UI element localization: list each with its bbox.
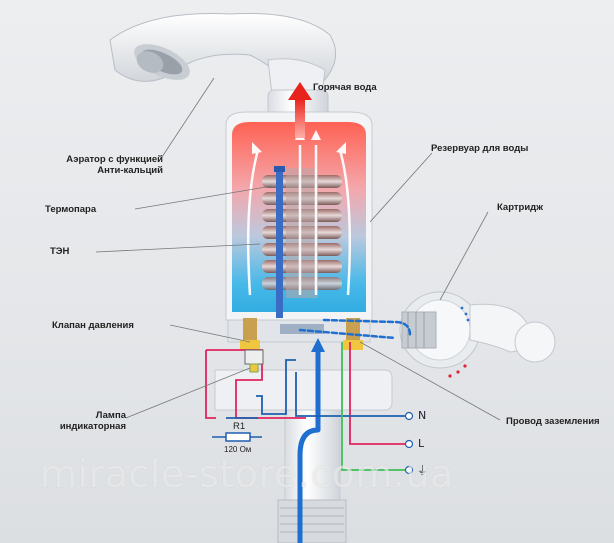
label-heating-element: ТЭН xyxy=(50,246,70,257)
label-indicator-lamp-line1: Лампа xyxy=(95,410,126,421)
label-resistor-value: 120 Ом xyxy=(224,445,252,454)
heating-element-coil xyxy=(262,168,342,298)
thermocouple xyxy=(274,166,285,318)
label-indicator-lamp-line2: индикаторная xyxy=(59,421,126,432)
watermark: miracle-store.com.ua xyxy=(40,452,454,496)
terminal-neutral: N xyxy=(418,409,427,422)
aerator xyxy=(136,51,164,73)
hot-water-arrow xyxy=(288,82,312,138)
terminals xyxy=(404,411,414,475)
label-aerator: Аэратор с функцией Анти-кальций xyxy=(18,154,163,176)
label-hot-water: Горячая вода xyxy=(313,82,377,93)
label-aerator-line1: Аэратор с функцией xyxy=(66,154,163,165)
label-aerator-line2: Анти-кальций xyxy=(97,165,163,176)
cartridge-handle xyxy=(399,291,556,378)
cold-water-pipe xyxy=(297,318,412,543)
label-cartridge: Картридж xyxy=(497,202,543,213)
label-pressure-valve: Клапан давления xyxy=(52,320,134,331)
label-resistor-name: R1 xyxy=(233,421,246,432)
label-reservoir: Резервуар для воды xyxy=(431,143,529,154)
label-ground-wire: Провод заземления xyxy=(506,416,600,427)
terminal-ground-icon: ⏚ xyxy=(417,464,428,477)
label-indicator-lamp: Лампа индикаторная xyxy=(28,410,126,432)
terminal-live: L xyxy=(418,437,425,450)
indicator-lamp xyxy=(244,349,264,373)
resistor-r1 xyxy=(212,432,262,442)
label-thermocouple: Термопара xyxy=(45,204,97,215)
leader-lines xyxy=(95,77,501,421)
